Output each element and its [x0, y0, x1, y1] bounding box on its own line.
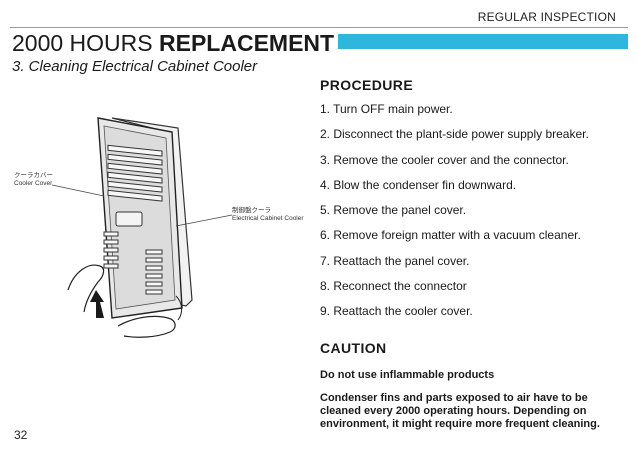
title-accent-bar: [338, 34, 628, 49]
caution-line-2: Condenser fins and parts exposed to air …: [320, 392, 600, 430]
procedure-step: 6. Remove foreign matter with a vacuum c…: [320, 228, 581, 243]
label-cabinet-cooler-jp: 制御盤クーラ: [232, 207, 271, 214]
leader-cabinet-cooler: [175, 214, 233, 227]
subtitle-text: Cleaning Electrical Cabinet Cooler: [24, 58, 258, 75]
right-hand: [117, 315, 176, 338]
label-cooler-cover-en: Cooler Cover: [14, 180, 53, 187]
label-cabinet-cooler-en: Electrical Cabinet Cooler: [232, 215, 304, 222]
procedure-step: 8. Reconnect the connector: [320, 279, 467, 294]
procedure-heading: PROCEDURE: [320, 77, 414, 93]
lower-grille-left: [103, 231, 119, 269]
title-regular: 2000 HOURS: [12, 30, 160, 56]
title-bold: REPLACEMENT: [159, 30, 335, 56]
page-title: 2000 HOURS REPLACEMENT: [12, 29, 334, 57]
procedure-step: 4. Blow the condenser fin downward.: [320, 177, 517, 192]
cooler-illustration: [51, 117, 233, 338]
section-label: REGULAR INSPECTION: [477, 10, 616, 24]
procedure-steps: 1. Turn OFF main power. 2. Disconnect th…: [320, 102, 589, 330]
cooler-emblem: [115, 211, 143, 227]
label-cooler-cover: クーラカバー Cooler Cover: [14, 172, 53, 188]
lift-arrow-icon: [90, 290, 104, 318]
left-hand: [67, 264, 105, 313]
top-grille: [107, 144, 163, 202]
subtitle: 3. Cleaning Electrical Cabinet Cooler: [12, 58, 257, 75]
right-fingers: [175, 295, 183, 321]
caution-heading: CAUTION: [320, 340, 387, 356]
lower-grille-right: [145, 249, 163, 295]
procedure-step: 1. Turn OFF main power.: [320, 102, 453, 116]
procedure-step: 2. Disconnect the plant-side power suppl…: [320, 127, 589, 142]
label-cabinet-cooler: 制御盤クーラ Electrical Cabinet Cooler: [232, 207, 304, 223]
label-cooler-cover-jp: クーラカバー: [14, 172, 53, 179]
page-number: 32: [14, 428, 28, 442]
procedure-step: 3. Remove the cooler cover and the conne…: [320, 152, 569, 167]
subtitle-number: 3.: [12, 58, 25, 75]
procedure-step: 5. Remove the panel cover.: [320, 203, 467, 218]
caution-line-1: Do not use inflammable products: [320, 369, 495, 381]
header-rule: [10, 27, 628, 28]
procedure-step: 9. Reattach the cooler cover.: [320, 304, 473, 319]
procedure-step: 7. Reattach the panel cover.: [320, 253, 470, 268]
leader-cooler-cover: [51, 184, 105, 197]
